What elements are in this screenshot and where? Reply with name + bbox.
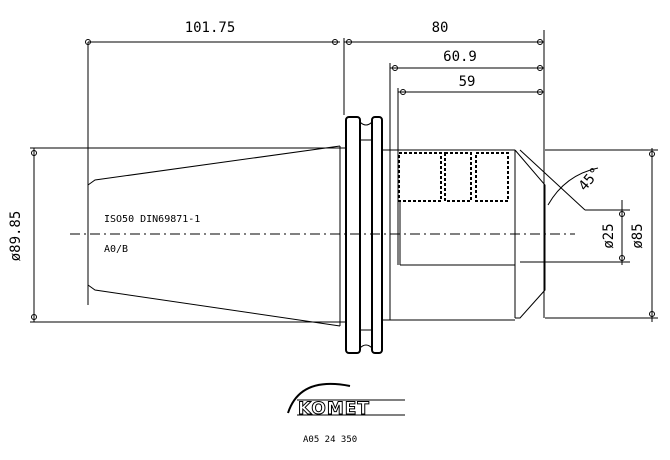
taper-shank bbox=[87, 145, 341, 327]
dimension-bore-diameter: ø25 bbox=[520, 200, 630, 265]
komet-logo: KOMET bbox=[287, 382, 405, 420]
logo-arc-icon bbox=[287, 382, 351, 414]
flange-diameter-label: ø89.85 bbox=[8, 211, 24, 262]
length-b-label: 59 bbox=[459, 74, 476, 90]
dimension-body-diameter: ø85 bbox=[630, 148, 655, 322]
form-note: A0/B bbox=[104, 244, 128, 255]
body-diameter-label: ø85 bbox=[630, 223, 646, 248]
chamfer-angle-label: 45° bbox=[576, 165, 605, 195]
shank-length-label: 101.75 bbox=[185, 20, 236, 36]
thread-section bbox=[398, 152, 515, 266]
adapter-body bbox=[390, 149, 658, 321]
overall-length-label: 80 bbox=[432, 20, 449, 36]
taper-spec-note: ISO50 DIN69871-1 bbox=[104, 214, 200, 225]
brand-name: KOMET bbox=[298, 399, 370, 419]
dimension-length-a: 60.9 bbox=[389, 49, 544, 150]
dimension-chamfer-angle: 45° bbox=[547, 165, 605, 206]
dimension-shank-length: 101.75 bbox=[85, 20, 340, 305]
flange bbox=[345, 116, 391, 354]
length-a-label: 60.9 bbox=[443, 49, 477, 65]
dimension-overall-length: 80 bbox=[343, 20, 545, 318]
bore-diameter-label: ø25 bbox=[601, 223, 617, 248]
dimension-flange-diameter: ø89.85 bbox=[8, 147, 345, 323]
part-number: A05 24 350 bbox=[303, 435, 357, 445]
